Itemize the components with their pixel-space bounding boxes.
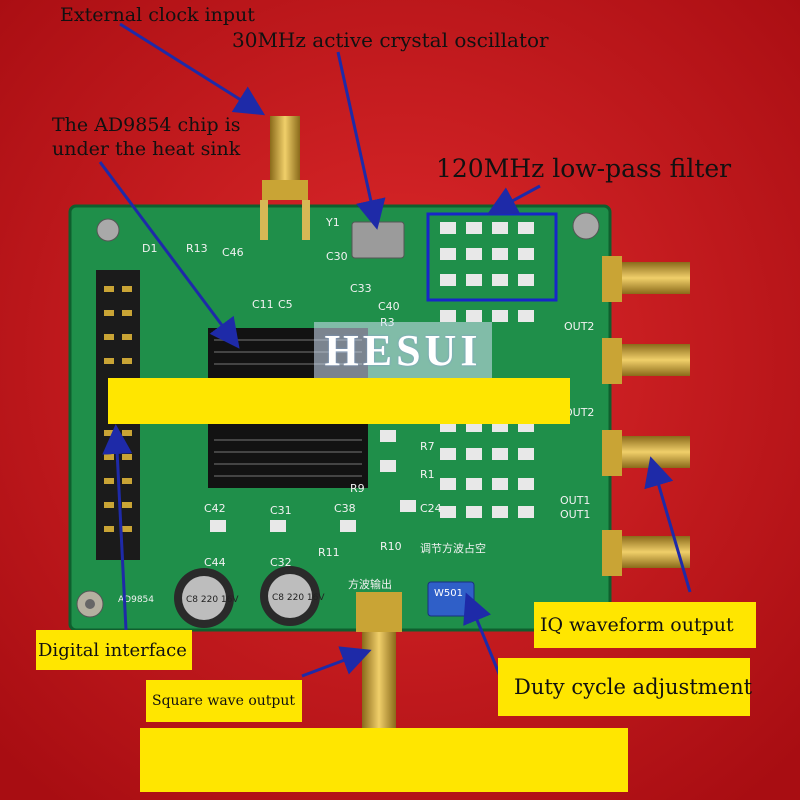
label-square-wave: Square wave output (146, 680, 302, 722)
sma-connector-top (260, 116, 310, 240)
silk-out1-b: OUT1 (560, 508, 590, 521)
pcb-board-edge (68, 204, 612, 632)
label-crystal: 30MHz active crystal oscillator (232, 28, 549, 52)
silk-w501: W501 (434, 588, 463, 599)
annotation-arrows (98, 22, 692, 678)
silk-r10: R10 (380, 540, 402, 553)
silk-r11: R11 (318, 546, 340, 559)
silk-c5: C5 (278, 298, 293, 311)
label-digital-interface: Digital interface (36, 630, 192, 670)
silk-c32: C32 (270, 556, 292, 569)
silk-c33: C33 (350, 282, 372, 295)
silk-out2-a: OUT2 (564, 320, 594, 333)
label-iq-output: IQ waveform output (534, 602, 756, 648)
silk-c24: C24 (420, 502, 442, 515)
silk-cn-square: 方波输出 (348, 577, 392, 591)
silk-cap2: C8 220 16V (272, 593, 325, 603)
label-duty-cycle: Duty cycle adjustment (498, 658, 752, 716)
yellow-bar-bottom (140, 728, 628, 792)
silk-out2-b: OUT2 (564, 406, 594, 419)
silk-r9: R9 (350, 482, 365, 495)
silk-r1: R1 (420, 468, 435, 481)
label-external-clock: External clock input (60, 4, 255, 26)
label-chip-line2: under the heat sink (52, 138, 241, 160)
silk-cn-duty: 调节方波占空 (420, 541, 486, 555)
silk-c44: C44 (204, 556, 226, 569)
yellow-bar-middle (108, 378, 570, 424)
silk-d1: D1 (142, 242, 157, 255)
silk-c38: C38 (334, 502, 356, 515)
silk-c30: C30 (326, 250, 348, 263)
electrolytic-capacitors (174, 566, 320, 628)
silk-c46: C46 (222, 246, 244, 259)
filter-components (210, 222, 534, 532)
silk-cap1: C8 220 16V (186, 595, 239, 605)
silk-c31: C31 (270, 504, 292, 517)
watermark: HESUI (314, 322, 492, 378)
silk-c11: C11 (252, 298, 274, 311)
mounting-screws (76, 212, 600, 618)
silk-r7: R7 (420, 440, 435, 453)
silk-out1-a: OUT1 (560, 494, 590, 507)
silk-c42: C42 (204, 502, 226, 515)
label-chip-line1: The AD9854 chip is (52, 114, 241, 136)
silk-y1: Y1 (325, 216, 340, 229)
label-filter: 120MHz low-pass filter (436, 154, 732, 183)
silk-ad9854: AD9854 (118, 595, 154, 605)
sma-connector-bottom (356, 592, 402, 742)
crystal-oscillator (351, 221, 405, 259)
silk-c40: C40 (378, 300, 400, 313)
sma-connectors-right (602, 256, 690, 576)
silk-r13: R13 (186, 242, 208, 255)
